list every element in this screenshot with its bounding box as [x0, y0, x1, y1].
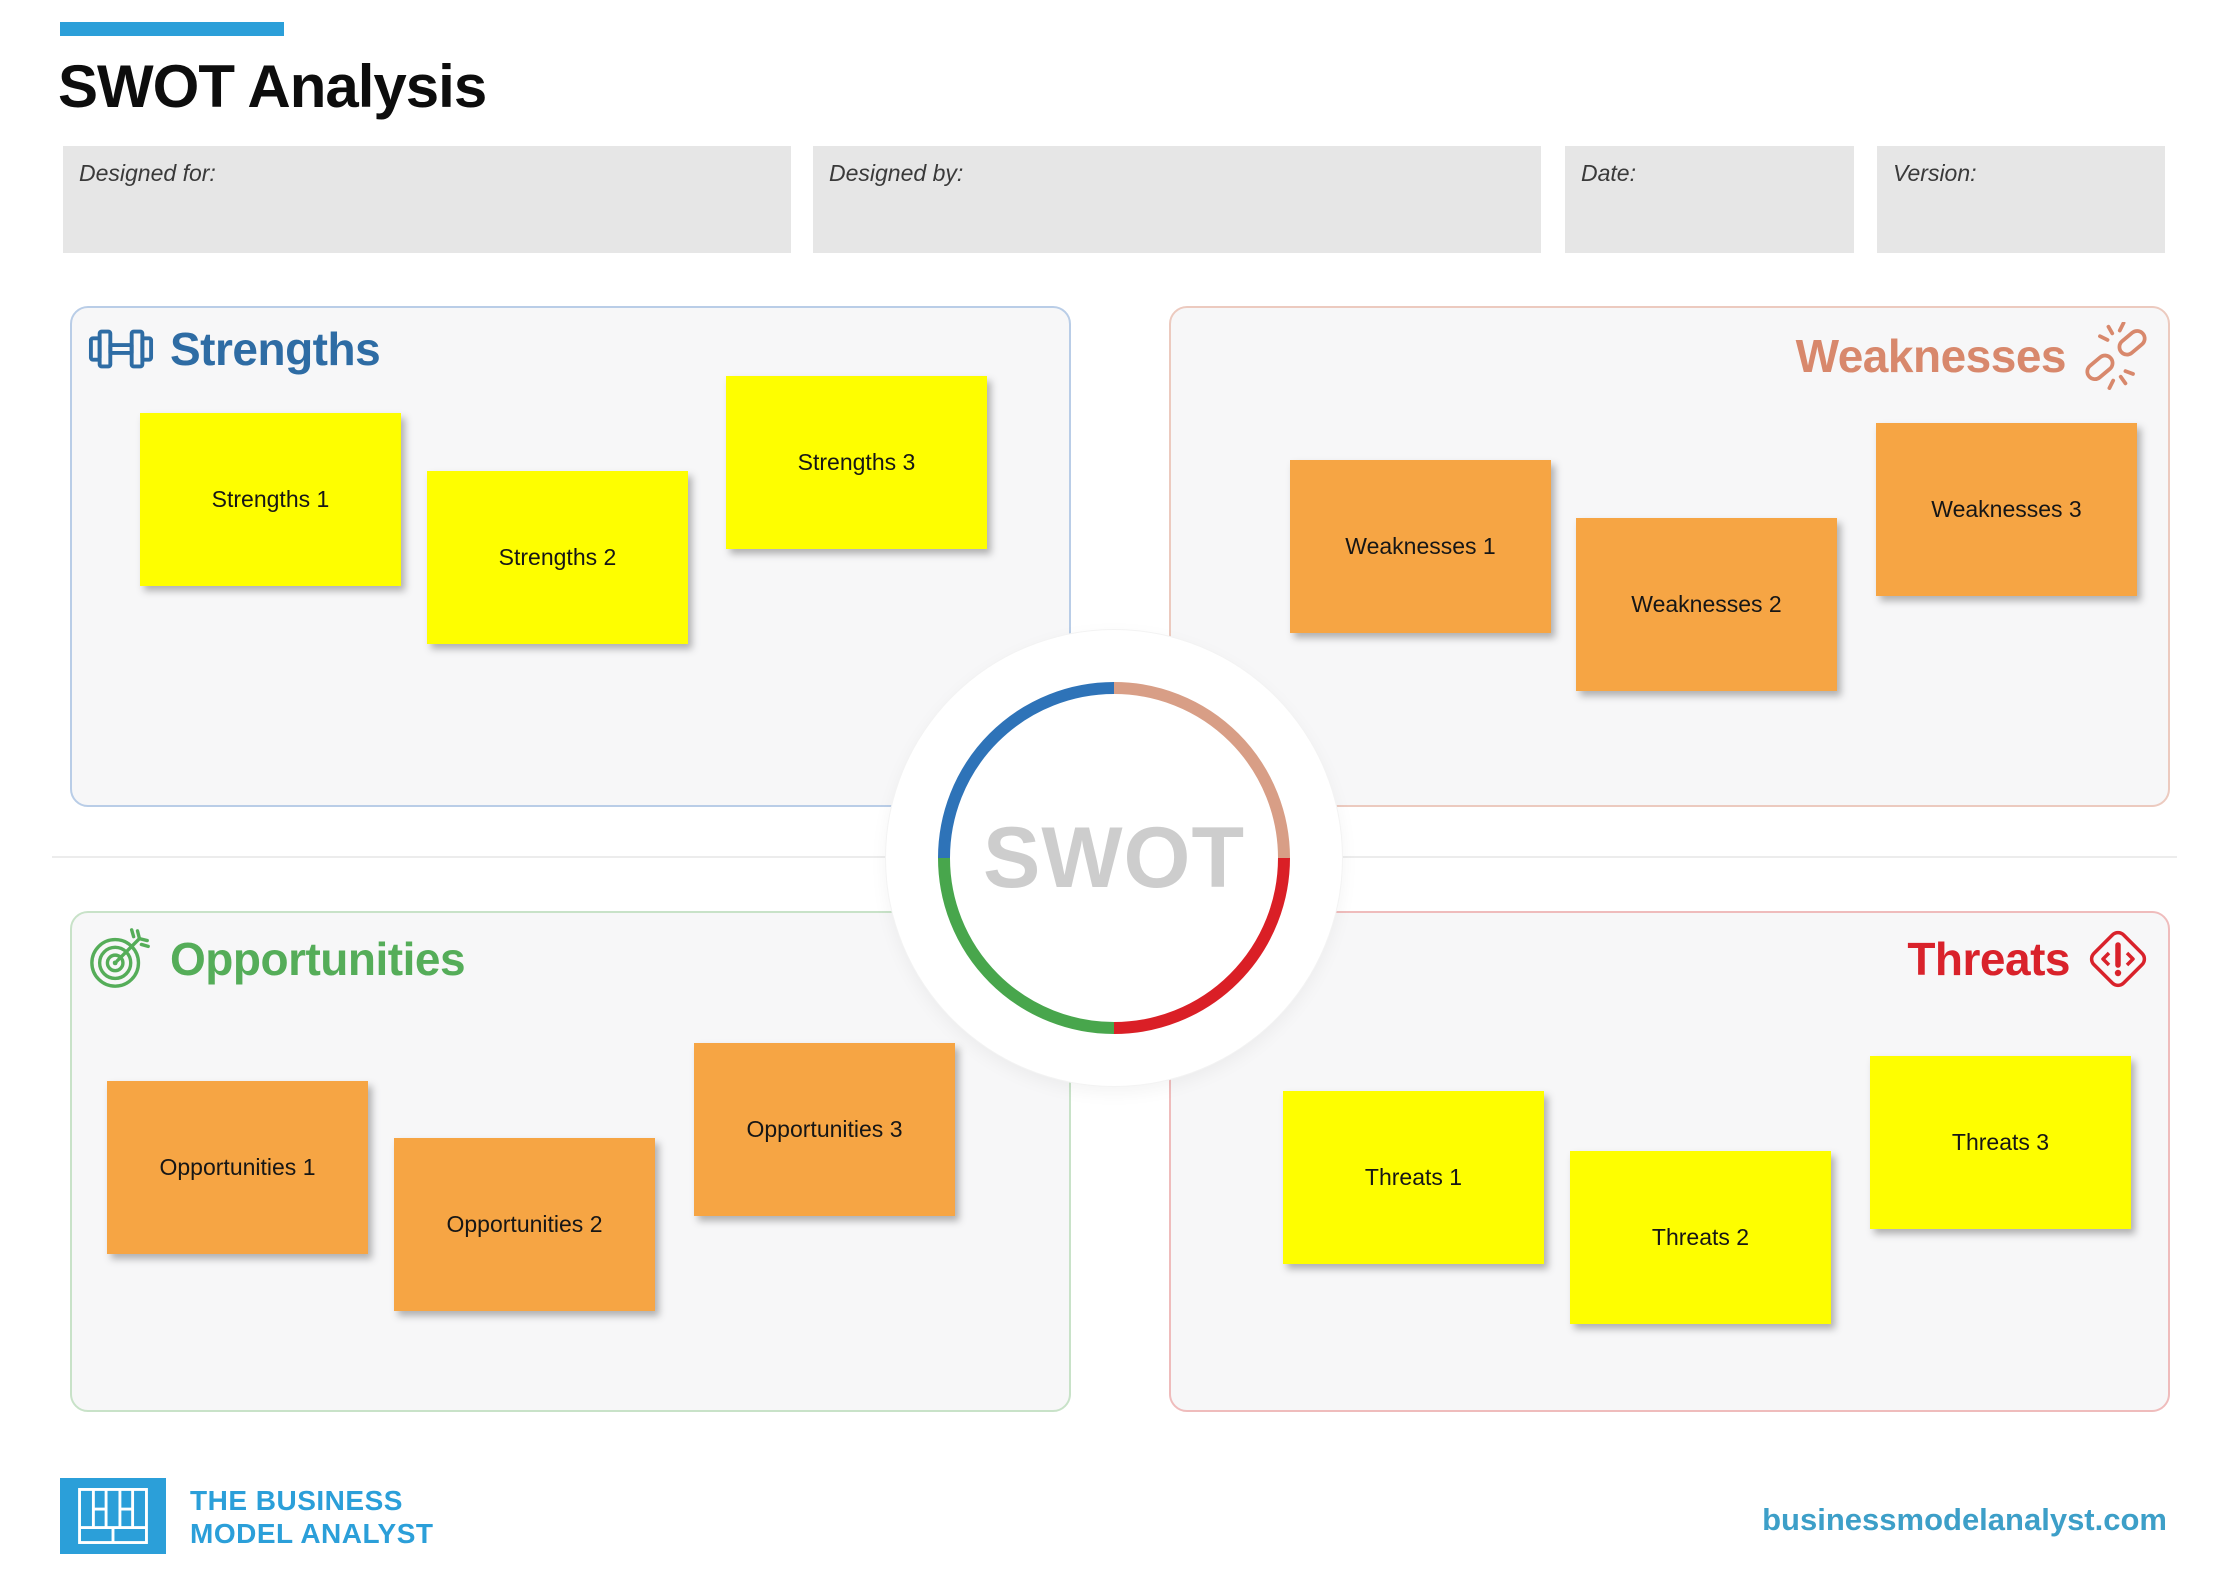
- sticky-note-opportunities-3[interactable]: Opportunities 3: [694, 1043, 955, 1216]
- note-label: Weaknesses 1: [1345, 533, 1496, 559]
- designed-by-field[interactable]: Designed by:: [813, 146, 1541, 253]
- broken-chain-icon: [2085, 322, 2147, 390]
- date-field[interactable]: Date:: [1565, 146, 1854, 253]
- threats-panel: Threats Threats 1 Threats 2 Threats 3: [1169, 911, 2170, 1412]
- note-label: Strengths 3: [797, 449, 916, 475]
- sticky-note-threats-2[interactable]: Threats 2: [1570, 1151, 1831, 1324]
- threats-title: Threats: [1907, 933, 2070, 985]
- note-label: Threats 3: [1951, 1129, 2050, 1155]
- version-field[interactable]: Version:: [1877, 146, 2165, 253]
- weaknesses-panel: Weaknesses Weaknesses 1 Weaknesses 2 Wea…: [1169, 306, 2170, 807]
- sticky-note-weaknesses-2[interactable]: Weaknesses 2: [1576, 518, 1837, 691]
- brand-logo: [60, 1478, 166, 1554]
- swot-ring-icon: [938, 682, 1290, 1034]
- sticky-note-strengths-3[interactable]: Strengths 3: [726, 376, 987, 549]
- sticky-note-weaknesses-1[interactable]: Weaknesses 1: [1290, 460, 1551, 633]
- note-label: Threats 1: [1364, 1164, 1463, 1190]
- sticky-note-strengths-2[interactable]: Strengths 2: [427, 471, 688, 644]
- sticky-note-strengths-1[interactable]: Strengths 1: [140, 413, 401, 586]
- sticky-note-threats-3[interactable]: Threats 3: [1870, 1056, 2131, 1229]
- date-label: Date:: [1581, 160, 1636, 186]
- sticky-note-weaknesses-3[interactable]: Weaknesses 3: [1876, 423, 2137, 596]
- warning-diamond-icon: [2089, 930, 2147, 988]
- note-label: Opportunities 1: [159, 1154, 316, 1180]
- opportunities-panel: Opportunities Opportunities 1 Opportunit…: [70, 911, 1071, 1412]
- opportunities-title: Opportunities: [170, 933, 466, 985]
- designed-for-label: Designed for:: [79, 160, 216, 186]
- strengths-header: Strengths: [88, 322, 381, 376]
- swot-center-circle: SWOT: [886, 630, 1342, 1086]
- sticky-note-opportunities-2[interactable]: Opportunities 2: [394, 1138, 655, 1311]
- note-label: Weaknesses 2: [1631, 591, 1782, 617]
- swot-center-label: SWOT: [983, 809, 1245, 906]
- note-label: Opportunities 3: [746, 1116, 903, 1142]
- dumbbell-icon: [88, 329, 154, 369]
- strengths-title: Strengths: [170, 323, 381, 375]
- business-model-canvas-icon: [78, 1488, 148, 1544]
- brand-name: THE BUSINESS MODEL ANALYST: [190, 1484, 434, 1550]
- opportunities-header: Opportunities: [88, 927, 466, 991]
- sticky-note-threats-1[interactable]: Threats 1: [1283, 1091, 1544, 1264]
- note-label: Strengths 2: [498, 544, 617, 570]
- note-label: Weaknesses 3: [1931, 496, 2082, 522]
- version-label: Version:: [1893, 160, 1977, 186]
- threats-header: Threats: [1907, 927, 2150, 991]
- sticky-note-opportunities-1[interactable]: Opportunities 1: [107, 1081, 368, 1254]
- designed-by-label: Designed by:: [829, 160, 964, 186]
- brand-name-line2: MODEL ANALYST: [190, 1518, 434, 1550]
- strengths-panel: Strengths Strengths 1 Strengths 2 Streng…: [70, 306, 1071, 807]
- weaknesses-title: Weaknesses: [1795, 330, 2067, 382]
- accent-bar: [60, 22, 284, 36]
- designed-for-field[interactable]: Designed for:: [63, 146, 791, 253]
- website-link[interactable]: businessmodelanalyst.com: [1762, 1502, 2167, 1537]
- note-label: Opportunities 2: [446, 1211, 603, 1237]
- weaknesses-header: Weaknesses: [1796, 322, 2150, 390]
- note-label: Strengths 1: [211, 486, 330, 512]
- brand-name-line1: THE BUSINESS: [190, 1485, 403, 1516]
- note-label: Threats 2: [1651, 1224, 1750, 1250]
- page-title: SWOT Analysis: [58, 53, 487, 120]
- target-arrow-icon: [90, 928, 150, 988]
